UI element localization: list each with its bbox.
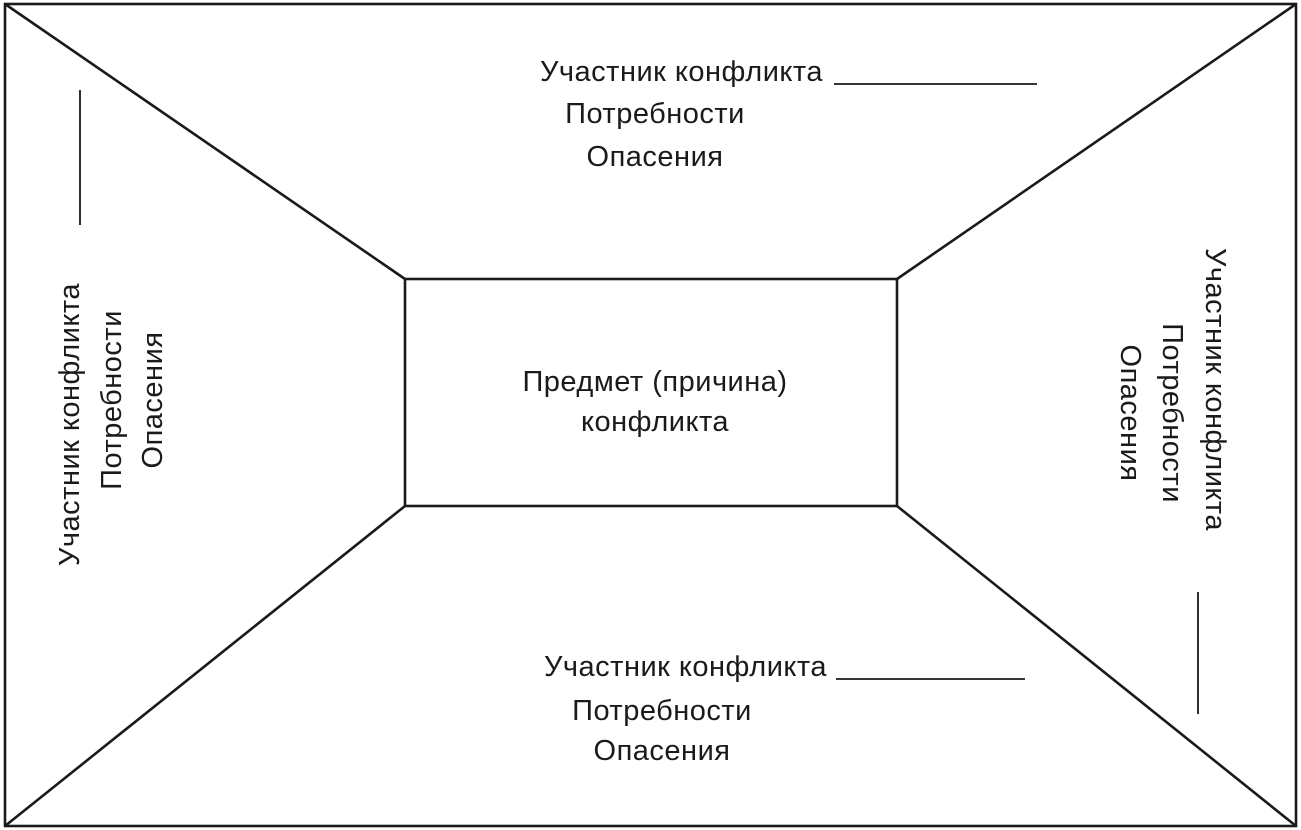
center-panel: Предмет (причина) конфликта [522, 366, 787, 438]
center-title-line1: Предмет (причина) [522, 366, 787, 398]
right-fears-label: Опасения [1114, 345, 1146, 482]
right-panel: Участник конфликта Потребности Опасения [1114, 248, 1231, 714]
center-title-line2: конфликта [581, 406, 729, 438]
left-needs-label: Потребности [96, 310, 128, 490]
bottom-needs-label: Потребности [572, 695, 752, 727]
bottom-participant-label: Участник конфликта [544, 651, 827, 683]
center-box [403, 277, 899, 508]
top-participant-label: Участник конфликта [540, 56, 823, 88]
top-fears-label: Опасения [587, 141, 724, 173]
diagonal-top-right [896, 2, 1297, 281]
left-participant-label: Участник конфликта [54, 283, 86, 566]
diagonal-bottom-left [4, 504, 406, 828]
right-participant-label: Участник конфликта [1199, 248, 1231, 531]
bottom-panel: Участник конфликта Потребности Опасения [544, 651, 1025, 767]
diagram-frame [3, 2, 1298, 828]
top-panel: Участник конфликта Потребности Опасения [540, 56, 1037, 173]
diagonal-bottom-right [896, 504, 1297, 828]
left-fears-label: Опасения [137, 332, 169, 469]
right-needs-label: Потребности [1156, 323, 1188, 503]
diagonal-top-left [4, 2, 406, 281]
left-panel: Участник конфликта Потребности Опасения [54, 90, 169, 566]
bottom-fears-label: Опасения [594, 735, 731, 767]
outer-border [3, 2, 1298, 828]
top-needs-label: Потребности [565, 98, 745, 130]
